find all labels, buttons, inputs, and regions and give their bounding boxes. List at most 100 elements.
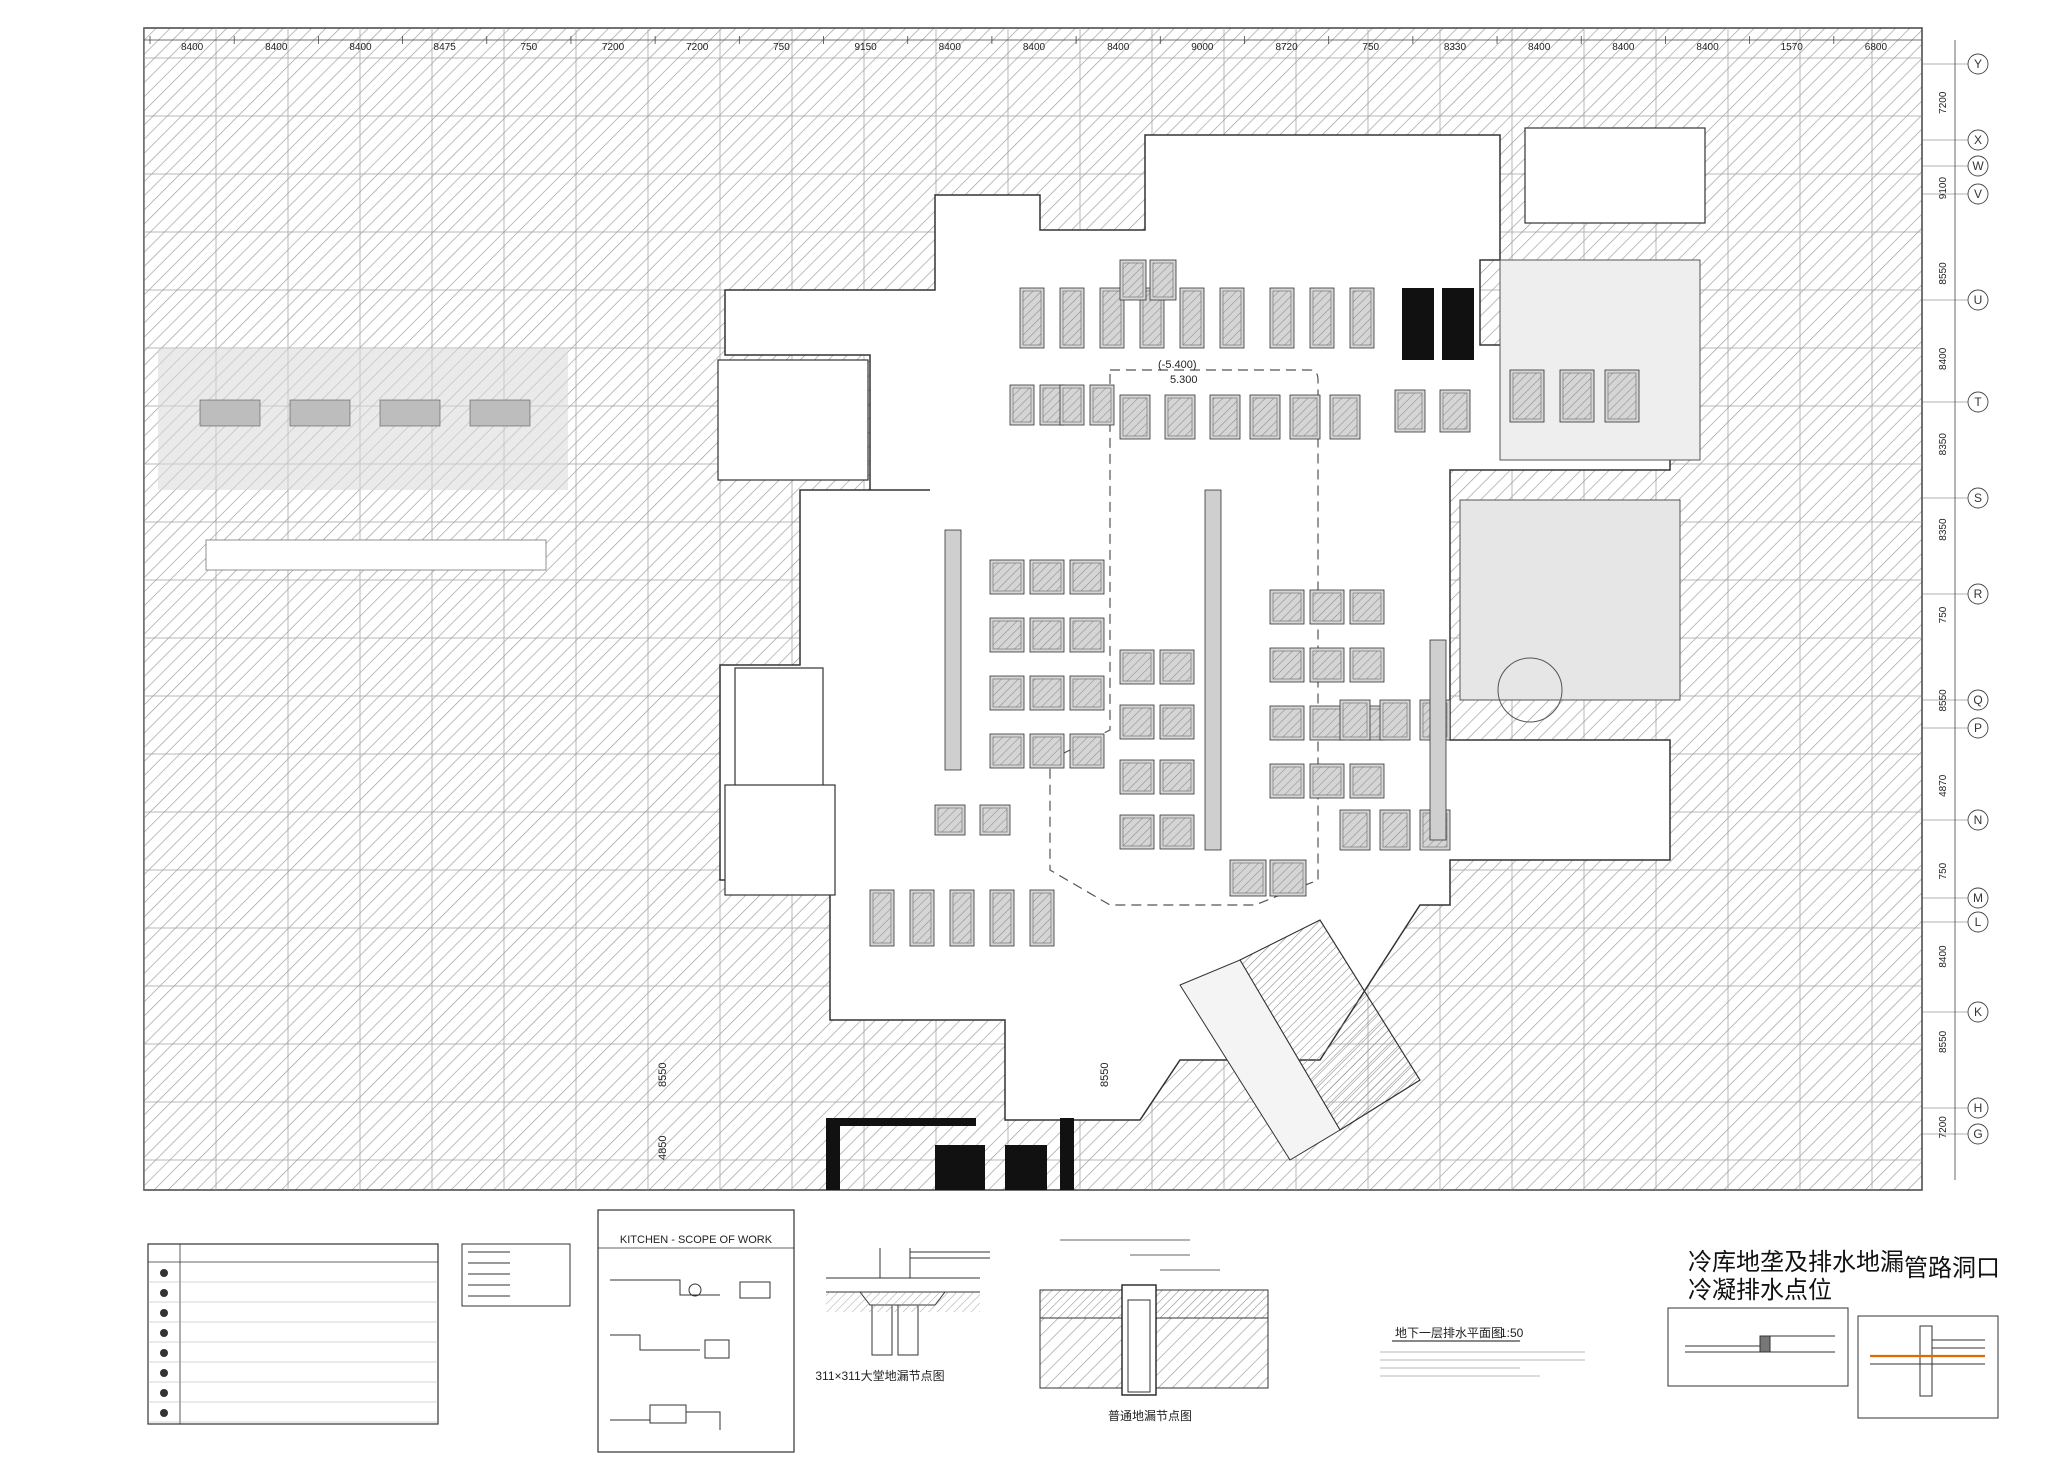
legend-symbol — [160, 1289, 168, 1297]
parking-marker — [289, 399, 351, 427]
grid-axis-label: W — [1972, 159, 1984, 173]
fixture-block — [989, 889, 1015, 947]
fixture-block — [1379, 809, 1411, 851]
parking-marker — [379, 399, 441, 427]
right-dimension-label: 4870 — [1938, 774, 1949, 797]
plan-title: 地下一层排水平面图 — [1395, 1326, 1503, 1340]
fixture-block — [1269, 705, 1305, 741]
fixture-block — [1309, 763, 1345, 799]
parking-label-box — [205, 539, 547, 571]
core-room-lower — [1459, 499, 1681, 701]
grid-axis-label: V — [1974, 187, 1982, 201]
top-dimension-label: 9150 — [854, 42, 877, 53]
right-dimension-label: 8400 — [1938, 347, 1949, 370]
fixture-block — [1029, 617, 1065, 653]
left-room-3 — [724, 784, 836, 896]
top-dimension-label: 750 — [1362, 42, 1379, 53]
refrigerated-line — [1204, 489, 1222, 851]
top-dimension-label: 8400 — [1696, 42, 1719, 53]
kitchen-scope-box: KITCHEN - SCOPE OF WORK — [597, 1209, 795, 1453]
refrigerated-line — [944, 529, 962, 771]
fixture-block — [1604, 369, 1640, 423]
fixture-block — [1379, 699, 1411, 741]
grid-axis-label: Q — [1973, 693, 1982, 707]
right-dimension-label: 750 — [1938, 606, 1949, 623]
top-dimension-label: 8400 — [1023, 42, 1046, 53]
fixture-block — [1349, 763, 1385, 799]
parking-marker — [469, 399, 531, 427]
fixture-block — [1309, 705, 1345, 741]
right-dimension-label: 8350 — [1938, 433, 1949, 456]
note-title-b: 管路洞口 — [1904, 1254, 2000, 1282]
fixture-block — [1339, 809, 1371, 851]
fixture-block — [1394, 389, 1426, 433]
right-dimension-label: 8550 — [1938, 262, 1949, 285]
fixture-block — [1069, 733, 1105, 769]
fixture-block — [1309, 287, 1335, 349]
fixture-block — [1089, 384, 1115, 426]
kitchen-scope-title-en: KITCHEN - SCOPE OF WORK — [620, 1234, 773, 1246]
elevation-mark-2: 5.300 — [1170, 374, 1198, 386]
fixture-block — [949, 889, 975, 947]
right-dimension-label: 7200 — [1938, 91, 1949, 114]
fixture-block — [1069, 617, 1105, 653]
top-dimension-label: 8400 — [1612, 42, 1635, 53]
right-dimension-label: 8350 — [1938, 518, 1949, 541]
structural-walls — [826, 288, 1474, 1190]
top-dimension-label: 9000 — [1191, 42, 1214, 53]
detail-ordinary-drain: 普通地漏节点图 — [1039, 1239, 1269, 1423]
fixture-block — [1009, 384, 1035, 426]
grid-axis-label: T — [1974, 395, 1982, 409]
bottom-dim-left-2: 4850 — [657, 1136, 669, 1160]
detail-large-drain: 311×311大堂地漏节点图 — [815, 1248, 990, 1383]
fixture-block — [1309, 589, 1345, 625]
right-dimension-label: 750 — [1938, 862, 1949, 879]
fixture-block — [1269, 647, 1305, 683]
fixture-block — [1069, 559, 1105, 595]
grid-axis-label: P — [1974, 721, 1982, 735]
detail-2-caption: 普通地漏节点图 — [1108, 1409, 1192, 1423]
core-circle — [1497, 657, 1563, 723]
grid-axis-label: H — [1974, 1101, 1983, 1115]
fixture-block — [1339, 699, 1371, 741]
fixture-block — [1159, 814, 1195, 850]
fixture-block — [989, 733, 1025, 769]
parking-marker — [199, 399, 261, 427]
legend-symbol — [160, 1389, 168, 1397]
legend-table — [147, 1243, 439, 1425]
note-title-a-line2: 冷凝排水点位 — [1688, 1276, 1832, 1304]
fixture-block — [909, 889, 935, 947]
top-dimension-label: 7200 — [602, 42, 625, 53]
fixture-block — [1164, 394, 1196, 440]
fixture-block — [1349, 589, 1385, 625]
fixture-block — [989, 675, 1025, 711]
legend-symbol — [160, 1329, 168, 1337]
bottom-dim-1: 8550 — [1099, 1063, 1111, 1087]
top-dimension-label: 8720 — [1275, 42, 1298, 53]
fixture-block — [1219, 287, 1245, 349]
fixture-block — [934, 804, 966, 836]
plan-title-block: 地下一层排水平面图 1:50 — [1380, 1326, 1585, 1377]
fixture-block — [1269, 763, 1305, 799]
note-title-a-line1: 冷库地垄及排水地漏 — [1688, 1248, 1904, 1276]
fixture-block — [1159, 759, 1195, 795]
fixture-block — [1059, 287, 1085, 349]
fixture-block — [1349, 647, 1385, 683]
grid-axis-label: X — [1974, 133, 1982, 147]
fixture-block — [1289, 394, 1321, 440]
fixture-block — [1029, 675, 1065, 711]
legend-symbol — [160, 1349, 168, 1357]
top-dimension-label: 8330 — [1444, 42, 1467, 53]
fixture-block — [1229, 859, 1267, 897]
circulation-path — [1049, 369, 1319, 906]
fixture-block — [989, 617, 1025, 653]
fixture-block — [1509, 369, 1545, 423]
refrigerated-line — [1429, 639, 1447, 841]
legend-symbol — [160, 1409, 168, 1417]
main-plan-area — [143, 27, 1923, 1191]
right-dimension-label: 9100 — [1938, 177, 1949, 200]
top-dimension-label: 8400 — [349, 42, 372, 53]
top-dimension-label: 6800 — [1865, 42, 1888, 53]
top-dimension-label: 8400 — [939, 42, 962, 53]
